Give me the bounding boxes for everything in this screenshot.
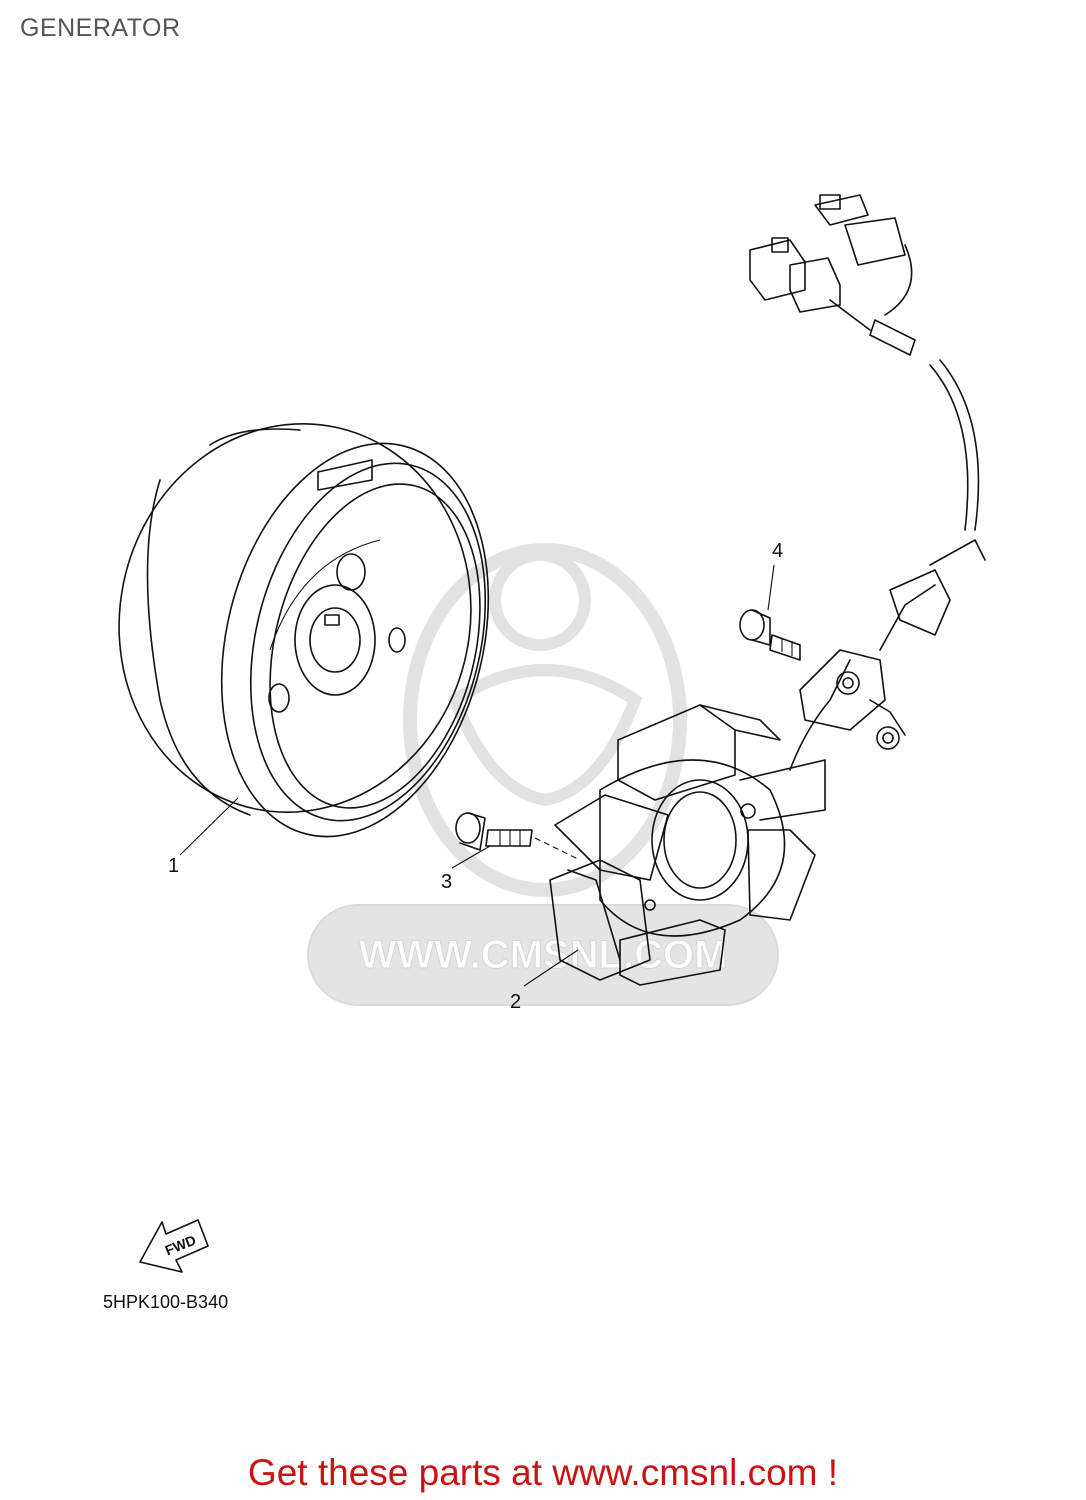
rotor-part-1: [118, 423, 490, 838]
pickup-coil-harness: [749, 194, 986, 750]
diagram-part-code: 5HPK100-B340: [103, 1292, 229, 1312]
callout-1: 1: [168, 855, 179, 877]
footer-cta-text[interactable]: Get these parts at www.cmsnl.com !: [247, 1452, 839, 1493]
callout-3: 3: [441, 871, 452, 893]
watermark-logo: WWW.CMSNL.COM: [307, 543, 779, 1006]
watermark-text: WWW.CMSNL.COM: [359, 933, 728, 977]
fwd-arrow-icon: FWD: [139, 1219, 209, 1273]
page-title: GENERATOR: [20, 14, 181, 42]
fwd-label: FWD: [163, 1232, 199, 1259]
screw-part-4: [739, 609, 801, 661]
callout-2: 2: [510, 991, 521, 1013]
callout-4: 4: [772, 540, 783, 562]
stator-part-2: [549, 659, 851, 986]
screw-part-3: [455, 812, 533, 851]
callout-leaders: [179, 564, 775, 987]
